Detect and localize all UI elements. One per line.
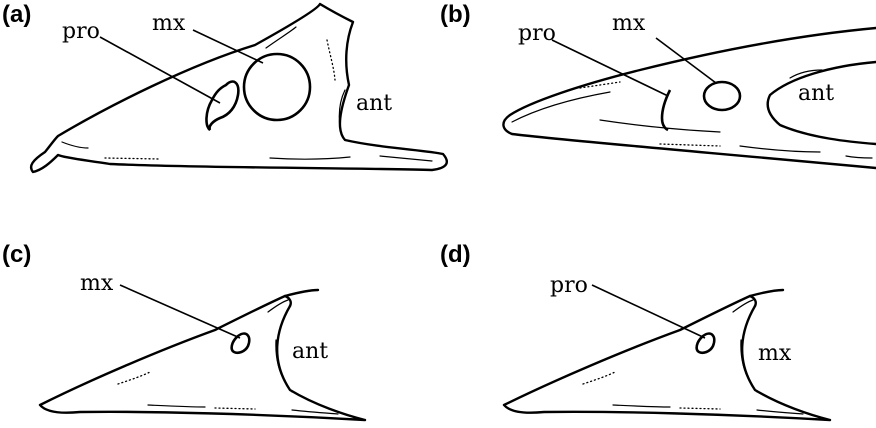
label-ant-c: ant [292, 339, 328, 364]
promaxillary-fenestra-b [662, 90, 670, 130]
panel-label-c: (c) [2, 241, 31, 268]
panel-label-b: (b) [440, 1, 471, 28]
panel-d: (d) pro mx [440, 241, 830, 420]
bone-detail [583, 372, 615, 384]
bone-detail [327, 40, 335, 80]
leader-line-mx-b [656, 38, 716, 83]
panel-c: (c) mx ant [2, 241, 365, 420]
bone-detail [846, 156, 872, 158]
maxillary-fenestra-b [704, 82, 740, 110]
bone-detail [215, 408, 255, 409]
label-pro-a: pro [62, 19, 100, 44]
label-pro-b: pro [518, 21, 556, 46]
panel-b: (b) pro mx ant [440, 1, 876, 168]
bone-detail [740, 146, 820, 152]
promaxillary-fenestra-a [206, 82, 238, 130]
promaxillary-fenestra-d [697, 334, 715, 353]
bone-detail [118, 372, 150, 384]
bone-detail [270, 157, 350, 159]
label-ant-a: ant [356, 91, 392, 116]
label-ant-b: ant [798, 81, 834, 106]
bone-detail [276, 340, 292, 392]
bone-detail [380, 156, 432, 161]
label-mx-d: mx [758, 341, 792, 366]
leader-line-pro-a [100, 37, 220, 103]
bone-detail [680, 408, 720, 409]
panel-label-d: (d) [440, 241, 471, 268]
label-mx-a: mx [152, 11, 186, 36]
maxillary-fenestra-a [244, 54, 310, 120]
label-mx-b: mx [612, 11, 646, 36]
bone-detail [148, 405, 205, 407]
bone-detail [600, 120, 720, 132]
bone-detail [660, 144, 720, 146]
maxillary-fenestra-c [232, 334, 250, 353]
leader-line-pro-d [592, 285, 705, 338]
bone-detail [613, 405, 670, 407]
label-mx-c: mx [80, 271, 114, 296]
label-pro-d: pro [550, 273, 588, 298]
bone-detail [741, 340, 757, 392]
bone-detail [62, 142, 88, 148]
panel-a: (a) pro mx ant [2, 1, 447, 172]
leader-line-mx-c [120, 285, 240, 338]
bone-detail [105, 158, 160, 159]
panel-label-a: (a) [2, 1, 31, 28]
